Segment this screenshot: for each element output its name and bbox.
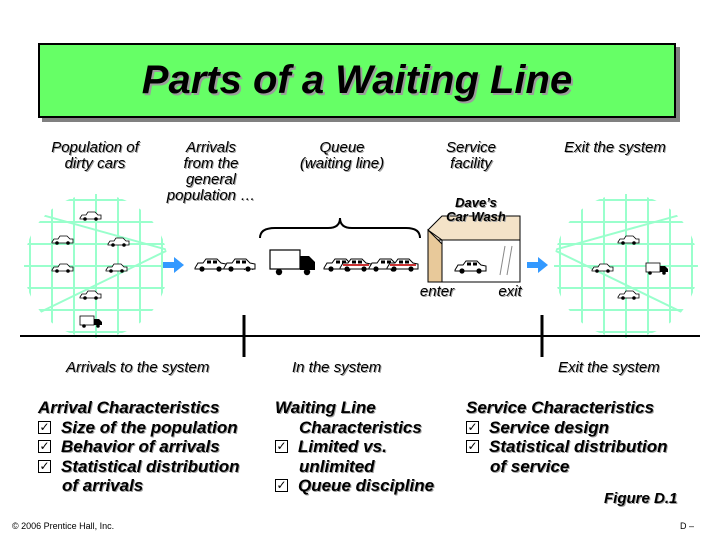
list-item-text: Statistical distribution <box>489 437 668 456</box>
car-wash-sign: Dave’s Car Wash <box>438 196 514 224</box>
arrival-characteristics: Arrival Characteristics ✓ Size of the po… <box>38 398 240 496</box>
title-banner: Parts of a Waiting Line <box>38 43 676 118</box>
exit-circle <box>554 194 698 338</box>
list-item-continuation: unlimited <box>299 456 375 476</box>
timeline <box>20 315 700 357</box>
exit-system-top-label: Exit the system <box>548 140 682 156</box>
waiting-line-heading-cont: Characteristics <box>299 417 422 437</box>
car-wash-sign-text: Dave’s Car Wash <box>446 195 506 224</box>
service-facility-label: Service facility <box>425 140 517 172</box>
list-item: ✓ Statistical distribution <box>466 437 668 457</box>
enter-label: enter <box>419 283 455 300</box>
svg-text:....: .... <box>243 262 254 273</box>
exit-label: exit <box>498 283 522 300</box>
waiting-line-characteristics: Waiting Line Characteristics ✓ Limited v… <box>275 398 434 496</box>
list-item-text: Behavior of arrivals <box>61 437 220 456</box>
list-item-continuation: of arrivals <box>62 476 144 495</box>
copyright-footer: © 2006 Prentice Hall, Inc. <box>12 521 115 531</box>
checkbox-icon: ✓ <box>275 478 288 492</box>
service-facility-label-text: Service facility <box>445 139 497 172</box>
page-number-footer: D – <box>680 521 695 531</box>
arrivals-label: Arrivals from the general population … <box>152 140 270 204</box>
population-label: Population of dirty cars <box>40 140 150 172</box>
section-arrivals: Arrivals to the system <box>66 359 210 376</box>
exit-arrow-icon <box>527 257 548 273</box>
list-item: ✓ Limited vs. <box>275 437 434 457</box>
list-item-text: Size of the population <box>61 417 238 437</box>
population-label-text: Population of dirty cars <box>51 139 139 172</box>
queue-vehicles: .... <box>194 249 419 276</box>
checkbox-icon: ✓ <box>38 419 51 434</box>
checkbox-icon: ✓ <box>466 439 479 453</box>
arrival-arrow-icon <box>163 257 184 273</box>
waiting-line-heading: Waiting Line <box>275 398 376 417</box>
arrival-characteristics-heading: Arrival Characteristics <box>38 398 220 417</box>
list-item-continuation: of service <box>490 456 570 476</box>
section-exit: Exit the system <box>558 359 660 376</box>
list-item-text: Queue discipline <box>298 476 435 495</box>
section-in-system: In the system <box>292 359 382 376</box>
checkbox-icon: ✓ <box>38 458 51 473</box>
list-item-text: Service design <box>489 417 610 437</box>
truck-icon <box>269 249 315 276</box>
list-item-text: Limited vs. <box>298 437 387 456</box>
checkbox-icon: ✓ <box>466 419 479 434</box>
list-item: ✓ Queue discipline <box>275 476 434 496</box>
list-item: ✓ Service design <box>466 418 668 438</box>
list-item: ✓ Size of the population <box>38 418 240 438</box>
arrivals-label-text: Arrivals from the general population … <box>166 139 256 204</box>
list-item-text: Statistical distribution <box>61 456 240 476</box>
figure-label: Figure D.1 <box>604 490 678 507</box>
checkbox-icon: ✓ <box>38 439 51 453</box>
population-circle <box>24 194 168 338</box>
exit-system-top-label-text: Exit the system <box>564 139 666 156</box>
service-characteristics-heading: Service Characteristics <box>466 398 655 417</box>
list-item: ✓ Statistical distribution <box>38 457 240 477</box>
page-title: Parts of a Waiting Line <box>141 58 573 102</box>
service-characteristics: Service Characteristics ✓ Service design… <box>466 398 668 476</box>
queue-label-text: Queue (waiting line) <box>299 139 385 172</box>
checkbox-icon: ✓ <box>275 439 288 453</box>
queue-label: Queue (waiting line) <box>282 140 402 172</box>
list-item: ✓ Behavior of arrivals <box>38 437 240 457</box>
queue-brace <box>259 217 421 239</box>
car-wash-building <box>427 215 521 283</box>
